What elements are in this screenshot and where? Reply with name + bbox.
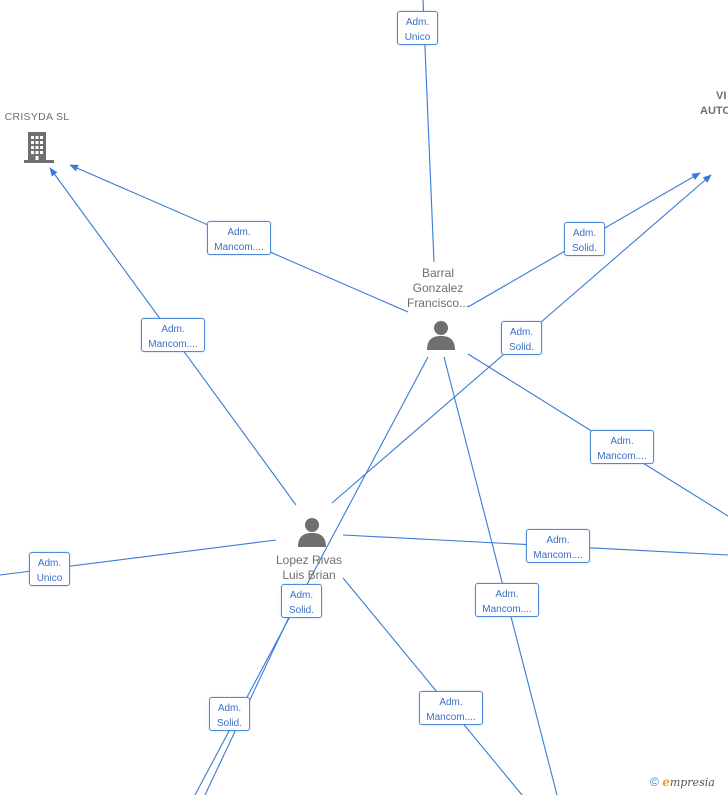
person-label-barral-line2[interactable]: Gonzalez xyxy=(412,281,464,295)
role-line1: Adm. xyxy=(227,227,251,238)
role-line1: Adm. xyxy=(405,17,430,28)
company-label-crisyda[interactable]: CRISYDA SL xyxy=(4,111,70,123)
edge-lopez-bottom-left xyxy=(204,599,298,795)
person-icon[interactable] xyxy=(297,517,327,547)
role-line2: Mancom.... xyxy=(533,550,583,561)
role-line1: Adm. xyxy=(495,589,519,600)
role-line1: Adm. xyxy=(37,558,62,569)
role-box[interactable]: Adm. Mancom.... xyxy=(419,691,483,725)
role-box[interactable]: Adm. Solid. xyxy=(281,584,322,618)
role-line2: Solid. xyxy=(288,605,314,616)
role-box[interactable]: Adm. Mancom.... xyxy=(526,529,590,563)
person-label-barral-line3[interactable]: Francisco... xyxy=(406,296,469,310)
role-line2: Solid. xyxy=(216,718,242,729)
role-line1: Adm. xyxy=(610,436,634,447)
role-line1: Adm. xyxy=(289,590,314,601)
brand-initial: e xyxy=(662,775,670,789)
person-label-lopez-line2[interactable]: Luis Brian xyxy=(282,568,336,582)
role-line2: Mancom.... xyxy=(482,604,532,615)
role-box[interactable]: Adm. Unico xyxy=(29,552,70,586)
role-box[interactable]: Adm. Solid. xyxy=(564,222,605,256)
role-line2: Mancom.... xyxy=(426,712,476,723)
company-label-right-line1[interactable]: VI xyxy=(716,90,727,102)
role-box[interactable]: Adm. Mancom.... xyxy=(207,221,271,255)
role-line2: Solid. xyxy=(508,342,534,353)
role-line2: Unico xyxy=(36,573,63,584)
role-line1: Adm. xyxy=(572,228,597,239)
role-line2: Mancom.... xyxy=(597,451,647,462)
person-label-lopez-line1[interactable]: Lopez Rivas xyxy=(275,553,343,567)
edge-lopez-bottom-right xyxy=(342,577,523,795)
role-line1: Adm. xyxy=(161,324,185,335)
role-line2: Mancom.... xyxy=(214,242,264,253)
role-box[interactable]: Adm. Mancom.... xyxy=(475,583,539,617)
copyright-symbol: © xyxy=(650,775,659,789)
edge-barral-bottom xyxy=(443,356,558,795)
role-line1: Adm. xyxy=(509,327,534,338)
role-line1: Adm. xyxy=(217,703,242,714)
role-box[interactable]: Adm. Solid. xyxy=(501,321,542,355)
role-line2: Mancom.... xyxy=(148,339,198,350)
role-line2: Solid. xyxy=(571,243,597,254)
role-box[interactable]: Adm. Unico xyxy=(397,11,438,45)
company-label-right-line2[interactable]: AUTO xyxy=(700,105,728,117)
person-icon[interactable] xyxy=(426,320,456,350)
role-box[interactable]: Adm. Mancom.... xyxy=(141,318,205,352)
role-box[interactable]: Adm. Mancom.... xyxy=(590,430,654,464)
role-line1: Adm. xyxy=(546,535,570,546)
person-label-barral-line1[interactable]: Barral xyxy=(421,266,454,280)
building-icon[interactable] xyxy=(24,130,54,164)
brand-watermark: © empresia xyxy=(650,775,715,789)
brand-name: mpresia xyxy=(669,776,715,789)
role-line1: Adm. xyxy=(439,697,463,708)
role-box[interactable]: Adm. Solid. xyxy=(209,697,250,731)
role-line2: Unico xyxy=(404,32,431,43)
